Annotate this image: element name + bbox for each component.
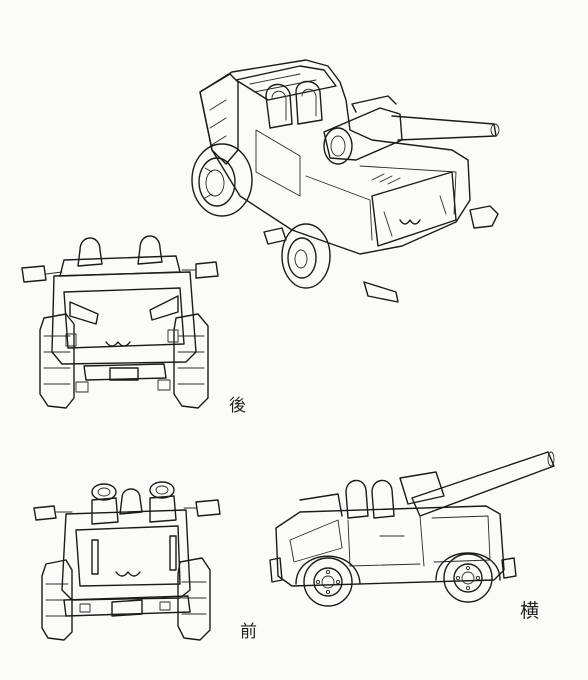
cannon (323, 95, 500, 165)
rear-view-label: 後 (229, 396, 246, 416)
side-wheel-front (303, 557, 353, 607)
side-wheel-rear (443, 553, 493, 603)
front-view-label: 前 (240, 622, 257, 642)
side-view (269, 451, 555, 607)
wheel-rear-left (191, 143, 253, 217)
rear-view (21, 235, 219, 409)
front-view (33, 481, 221, 641)
perspective-view (191, 59, 500, 303)
seats (265, 80, 323, 129)
wheel-front-left (281, 223, 331, 289)
side-view-label: 横 (520, 600, 540, 622)
wheel-front-right (469, 205, 499, 229)
